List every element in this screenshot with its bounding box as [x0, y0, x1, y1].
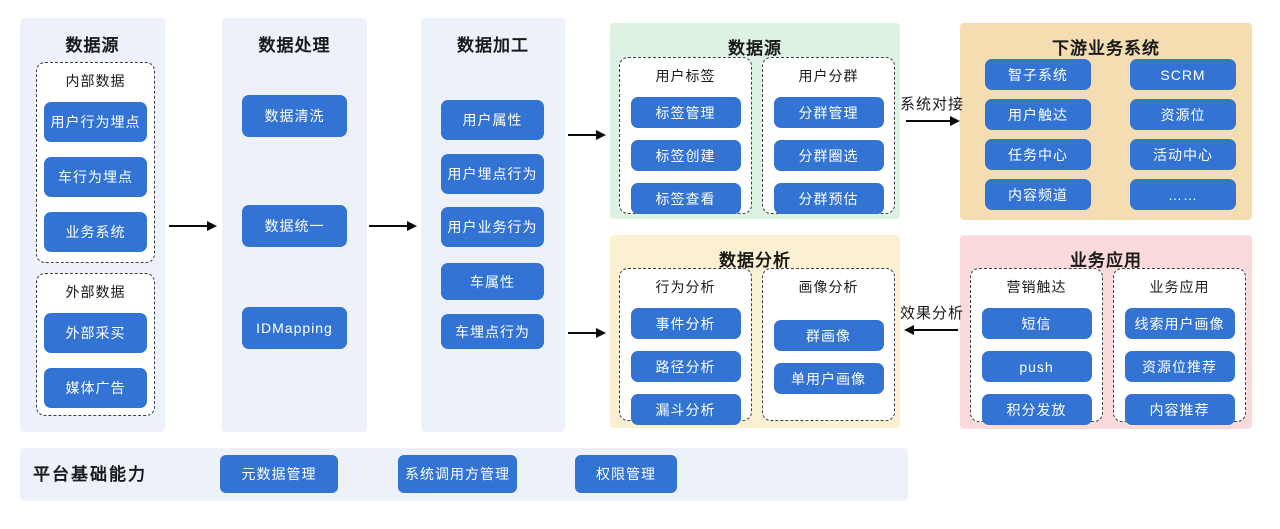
panel-cdp-title: 数据源 — [728, 39, 782, 58]
group-business-apps-label: 业务应用 — [1149, 279, 1210, 295]
system-integration-arrow — [906, 116, 960, 126]
group-profile-analysis-label: 画像分析 — [798, 279, 859, 295]
group-user-segments: 用户分群 分群管理 分群圈选 分群预估 — [762, 57, 895, 214]
group-behavior-analysis: 行为分析 事件分析 路径分析 漏斗分析 — [619, 268, 752, 425]
node-single-user-profile: 单用户画像 — [773, 363, 884, 394]
node-content-recommendation: 内容推荐 — [1124, 394, 1235, 425]
node-lead-user-profile: 线索用户画像 — [1124, 308, 1235, 339]
group-internal-data: 内部数据 用户行为埋点 车行为埋点 业务系统 — [36, 62, 155, 263]
node-segment-estimation: 分群预估 — [773, 183, 884, 214]
node-idmapping: IDMapping — [242, 307, 347, 349]
group-user-segments-label: 用户分群 — [798, 68, 859, 84]
arrow-refining-to-analysis — [568, 328, 606, 338]
node-user-attributes: 用户属性 — [441, 100, 544, 140]
node-user-business-behavior: 用户业务行为 — [441, 207, 544, 247]
panel-business-application: 业务应用 营销触达 短信 push 积分发放 业务应用 线索用户画像 资源位推荐… — [960, 235, 1252, 429]
node-funnel-analysis: 漏斗分析 — [630, 394, 741, 425]
group-external-data-label: 外部数据 — [65, 284, 126, 300]
arrow-processing-to-refining — [369, 221, 417, 231]
node-push: push — [981, 351, 1092, 382]
group-external-data: 外部数据 外部采买 媒体广告 — [36, 273, 155, 416]
group-user-tags-label: 用户标签 — [655, 68, 716, 84]
group-marketing-reach-label: 营销触达 — [1006, 279, 1067, 295]
effect-analysis-arrow — [904, 325, 958, 335]
panel-data-source-title: 数据源 — [65, 36, 120, 55]
node-permission-management: 权限管理 — [575, 455, 677, 493]
panel-data-processing: 数据处理 数据清洗 数据统一 IDMapping — [222, 18, 367, 432]
node-resource-slot-recommendation: 资源位推荐 — [1124, 351, 1235, 382]
node-resource-slot: 资源位 — [1130, 99, 1236, 130]
node-zhizi-system: 智子系统 — [985, 59, 1091, 90]
panel-downstream-title: 下游业务系统 — [1052, 39, 1160, 58]
node-user-behavior-tracking: 用户行为埋点 — [44, 102, 147, 142]
group-internal-data-label: 内部数据 — [65, 73, 126, 89]
node-scrm: SCRM — [1130, 59, 1236, 90]
panel-data-processing-title: 数据处理 — [258, 36, 331, 55]
panel-business-title: 业务应用 — [1070, 251, 1142, 270]
group-marketing-reach: 营销触达 短信 push 积分发放 — [970, 268, 1103, 425]
arrow-source-to-processing — [169, 221, 217, 231]
effect-analysis-label: 效果分析 — [900, 305, 965, 322]
node-metadata-management: 元数据管理 — [220, 455, 338, 493]
node-car-behavior-tracking: 车行为埋点 — [44, 157, 147, 197]
panel-platform-capabilities: 平台基础能力 元数据管理 系统调用方管理 权限管理 — [20, 448, 908, 501]
node-activity-center: 活动中心 — [1130, 139, 1236, 170]
node-content-channel: 内容频道 — [985, 179, 1091, 210]
platform-capabilities-title: 平台基础能力 — [33, 465, 147, 484]
node-system-caller-management: 系统调用方管理 — [398, 455, 517, 493]
node-tag-creation: 标签创建 — [630, 140, 741, 171]
node-media-ads: 媒体广告 — [44, 368, 147, 408]
group-business-apps: 业务应用 线索用户画像 资源位推荐 内容推荐 — [1113, 268, 1246, 425]
node-business-system: 业务系统 — [44, 212, 147, 252]
node-tag-viewing: 标签查看 — [630, 183, 741, 214]
node-ellipsis: …… — [1130, 179, 1236, 210]
node-event-analysis: 事件分析 — [630, 308, 741, 339]
panel-data-source: 数据源 内部数据 用户行为埋点 车行为埋点 业务系统 外部数据 外部采买 媒体广… — [20, 18, 165, 432]
node-task-center: 任务中心 — [985, 139, 1091, 170]
node-tag-management: 标签管理 — [630, 97, 741, 128]
downstream-grid: 智子系统 SCRM 用户触达 资源位 任务中心 活动中心 内容频道 …… — [985, 59, 1236, 210]
node-car-tracking-behavior: 车埋点行为 — [441, 314, 544, 349]
panel-data-refining: 数据加工 用户属性 用户埋点行为 用户业务行为 车属性 车埋点行为 — [421, 18, 565, 432]
group-profile-analysis: 画像分析 群画像 单用户画像 — [762, 268, 895, 421]
node-sms: 短信 — [981, 308, 1092, 339]
node-data-unification: 数据统一 — [242, 205, 347, 247]
group-user-tags: 用户标签 标签管理 标签创建 标签查看 — [619, 57, 752, 214]
node-segment-management: 分群管理 — [773, 97, 884, 128]
node-path-analysis: 路径分析 — [630, 351, 741, 382]
panel-downstream-systems: 下游业务系统 智子系统 SCRM 用户触达 资源位 任务中心 活动中心 内容频道… — [960, 23, 1252, 220]
group-behavior-analysis-label: 行为分析 — [655, 279, 716, 295]
panel-cdp-source: 数据源 用户标签 标签管理 标签创建 标签查看 用户分群 分群管理 分群圈选 分… — [610, 23, 900, 219]
node-user-reach: 用户触达 — [985, 99, 1091, 130]
panel-analysis-title: 数据分析 — [719, 251, 791, 270]
node-segment-selection: 分群圈选 — [773, 140, 884, 171]
node-points-distribution: 积分发放 — [981, 394, 1092, 425]
node-user-tracking-behavior: 用户埋点行为 — [441, 154, 544, 194]
panel-data-refining-title: 数据加工 — [457, 36, 529, 55]
system-integration-label: 系统对接 — [900, 96, 965, 113]
node-car-attributes: 车属性 — [441, 263, 544, 300]
node-external-purchase: 外部采买 — [44, 313, 147, 353]
panel-data-analysis: 数据分析 行为分析 事件分析 路径分析 漏斗分析 画像分析 群画像 单用户画像 — [610, 235, 900, 428]
arrow-refining-to-cdp — [568, 130, 606, 140]
node-data-cleaning: 数据清洗 — [242, 95, 347, 137]
node-group-profile: 群画像 — [773, 320, 884, 351]
